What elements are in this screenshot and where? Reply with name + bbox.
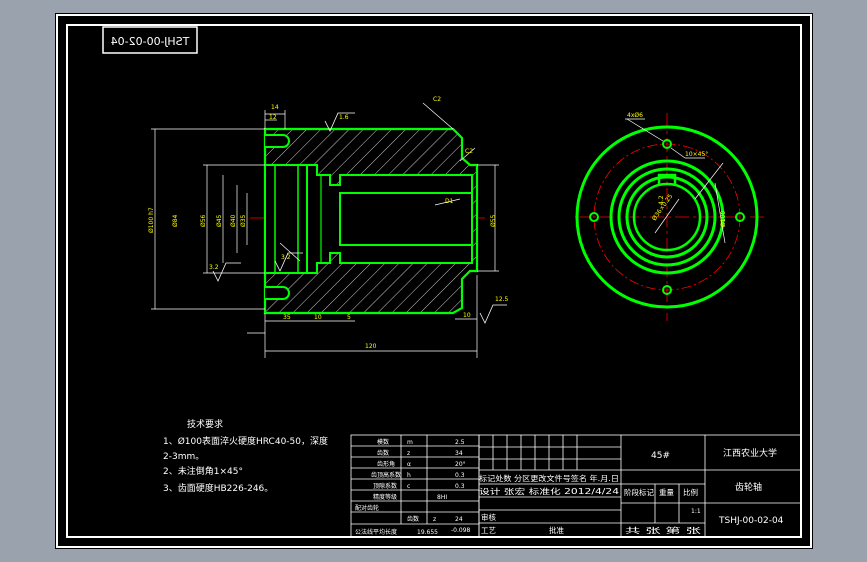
param-sym-1: z (407, 450, 410, 457)
param-label-3: 齿顶高系数 (371, 471, 401, 479)
dim-phi-84: Ø84 (172, 214, 179, 227)
gear-param-table: 模数 m 2.5 齿数 z 34 齿形角 α 20° 齿顶高系数 h 0.3 顶… (350, 434, 480, 538)
dim-bottom-10b: 10 (463, 312, 471, 319)
param-val-4: 0.3 (455, 483, 465, 490)
keyway (657, 173, 677, 185)
sheet-row: 共 张 第 张 (625, 525, 702, 535)
school-name: 江西农业大学 (723, 447, 777, 459)
param-label-8: 公法线平均长度 (355, 528, 397, 536)
hole-left (589, 212, 599, 222)
keyway-depth: 4.2 (658, 195, 665, 205)
revision-row: 标记处数 分区更改文件号签名 年.月.日 (479, 473, 619, 483)
dim-top-12: 12 (269, 114, 277, 121)
hole-callout: 4xØ6 (627, 112, 643, 119)
param-sym-2: α (407, 461, 411, 468)
dim-chamfer-right: C2 (433, 96, 441, 103)
part-name: 齿轮轴 (735, 481, 762, 493)
outer-border (56, 14, 812, 548)
dim-chamfer-step: C2 (465, 148, 473, 155)
param-val-5: 8HI (437, 494, 447, 501)
param-label-1: 齿数 (377, 449, 389, 457)
title-block: 45# 江西农业大学 齿轮轴 TSHJ-00-02-04 标记处数 分区更改文件… (478, 434, 802, 538)
process-label: 工艺 (481, 526, 496, 535)
design-row: 设计 张宏 标准化 2012/4/24 (479, 486, 619, 496)
param-val-8: 19.655 (417, 529, 438, 536)
tech-req-line-2: 2-3mm。 (163, 452, 204, 462)
param-val-3: 0.3 (455, 472, 465, 479)
outer-circle (575, 125, 759, 309)
param-val-0: 2.5 (455, 439, 465, 446)
tech-req-line-1: 1、Ø100表面淬火硬度HRC40-50，深度 (163, 435, 328, 447)
dim-phi-35: Ø35 (240, 214, 247, 227)
dim-phi-55: Ø55 (490, 214, 497, 227)
stage-label: 阶段标记 (624, 487, 654, 497)
dim-surface-top: 1.6 (339, 114, 349, 121)
material: 45# (651, 451, 670, 461)
end-view: 4xØ6 10×45° Ø36×0.25 4.2 Ø100 (575, 112, 765, 321)
param-extra-value: 24 (455, 516, 463, 523)
dim-bore-d1: D1 (445, 198, 454, 205)
dim-surface-right: 12.5 (495, 296, 509, 303)
tech-req-line-4: 3、齿面硬度HB226-246。 (163, 482, 273, 494)
bore-circle (632, 182, 702, 252)
drawing-canvas[interactable]: TSHJ-00-02-04 (55, 13, 813, 549)
dim-phi-40: Ø40 (230, 214, 237, 227)
scale-value: 1:1 (691, 508, 701, 515)
weight-label: 重量 (659, 488, 674, 497)
drawing-number: TSHJ-00-02-04 (718, 516, 784, 526)
dim-surface-bore: 3.2 (281, 254, 291, 261)
review-label: 审核 (481, 512, 496, 522)
slot-bottom (265, 286, 290, 300)
dim-bottom-35: 35 (283, 314, 291, 321)
ring-2 (617, 167, 717, 267)
tech-req-line-3: 2、未注倒角1×45° (163, 465, 243, 477)
cad-drawing: TSHJ-00-02-04 (56, 14, 812, 548)
ring-3 (625, 175, 709, 259)
angle-callout: 10×45° (685, 151, 708, 158)
hole-right (735, 212, 745, 222)
param-val-1: 34 (455, 450, 463, 457)
end-outer-dim: Ø100 (720, 211, 727, 227)
ring-1 (609, 159, 725, 275)
dim-bottom-5: 5 (347, 314, 351, 321)
section-view: 14 12 1.6 C2 C2 D1 3.2 3.2 12.5 35 10 5 … (148, 96, 509, 358)
param-sym-0: m (407, 439, 413, 446)
dim-phi-outer: Ø100 h7 (148, 207, 155, 233)
param-label-5: 精度等级 (373, 493, 397, 501)
tech-req-title: 技术要求 (187, 418, 223, 430)
scale-label: 比例 (683, 487, 698, 497)
param-label-2: 齿形角 (377, 460, 395, 468)
param-val-7: z (433, 516, 436, 523)
param-sym-7: 齿数 (407, 515, 419, 523)
hole-bottom (662, 285, 672, 295)
param-sym-3: h (407, 472, 411, 479)
dim-phi-45: Ø45 (216, 214, 223, 227)
technical-requirements: 技术要求 1、Ø100表面淬火硬度HRC40-50，深度 2-3mm。 2、未注… (163, 418, 328, 494)
bolt-circle (593, 143, 741, 291)
hole-top (662, 139, 672, 149)
param-label-0: 模数 (377, 438, 389, 446)
param-label-4: 顶隙系数 (373, 482, 397, 490)
drawing-number-box (102, 26, 198, 54)
drawing-number-mirrored: TSHJ-00-02-04 (111, 35, 191, 48)
hub-recess (264, 164, 308, 274)
param-val-2: 20° (455, 461, 466, 468)
dim-top-14: 14 (271, 104, 279, 111)
param-extra-tail: -0.098 (451, 527, 471, 534)
dim-surface-left: 3.2 (209, 264, 219, 271)
slot-top (265, 134, 290, 148)
approve-label: 批准 (549, 525, 564, 535)
dim-overall-length: 120 (365, 343, 377, 350)
dim-bottom-10a: 10 (314, 314, 322, 321)
dim-phi-56: Ø56 (200, 214, 207, 227)
param-label-6: 配对齿轮 (355, 504, 379, 512)
param-sym-4: c (407, 483, 410, 490)
